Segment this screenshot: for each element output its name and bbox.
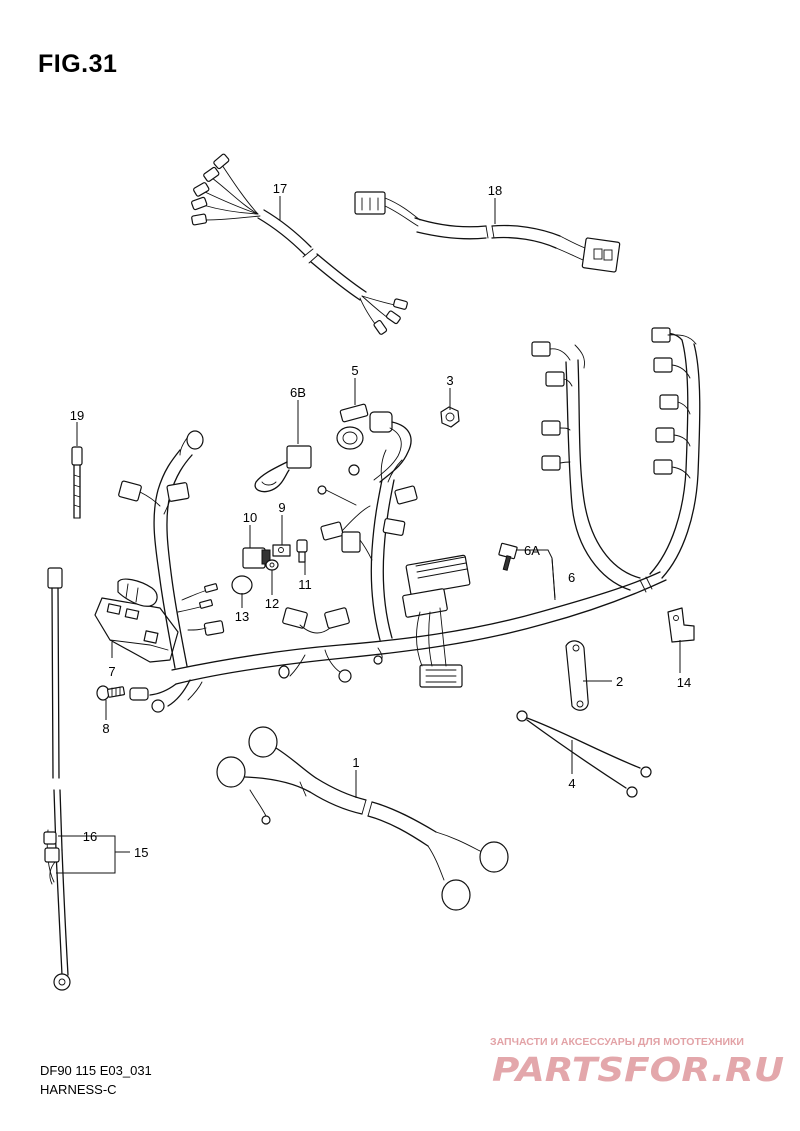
- part-6a-fuse[interactable]: [498, 542, 518, 571]
- part-15-cap[interactable]: [231, 575, 253, 595]
- callout-14: 12: [265, 596, 279, 611]
- part-10-screw[interactable]: [96, 685, 126, 701]
- callout-12: 10: [243, 510, 257, 525]
- watermark-tagline: ЗАПЧАСТИ И АКСЕССУАРЫ ДЛЯ МОТОТЕХНИКИ: [490, 1036, 744, 1048]
- part-9-connector-harness[interactable]: [354, 191, 621, 273]
- part-8-pigtail-harness[interactable]: [191, 153, 408, 335]
- part-19-tie-wrap[interactable]: [71, 446, 83, 519]
- part-7-junction-box[interactable]: [94, 578, 179, 663]
- part-4-ground-wire[interactable]: [516, 710, 652, 798]
- part-3-nut[interactable]: [440, 406, 460, 428]
- callout-10: 8: [102, 721, 109, 736]
- callout-3: 3: [446, 373, 453, 388]
- callout-6: 6: [568, 570, 575, 585]
- part-2-bond-strap[interactable]: [565, 640, 589, 711]
- part-17-battery-cable[interactable]: [43, 567, 71, 991]
- part-1-extension-harness[interactable]: [216, 726, 509, 911]
- callout-19: 19: [70, 408, 84, 423]
- callout-1: 1: [352, 755, 359, 770]
- figure-title: FIG.31: [38, 50, 118, 78]
- figure-name: HARNESS-C: [40, 1082, 117, 1097]
- callout-17: 15: [134, 845, 148, 860]
- callout-6a: 6A: [524, 543, 540, 558]
- callout-5: 5: [351, 363, 358, 378]
- part-5-sensor-plug[interactable]: [336, 403, 412, 483]
- watermark-logo: PARTSFOR.RU: [492, 1050, 784, 1089]
- callout-11: 9: [278, 500, 285, 515]
- callout-4: 4: [568, 776, 575, 791]
- svg-text:PARTSFOR.RU: PARTSFOR.RU: [492, 1050, 784, 1089]
- part-16-clip[interactable]: [667, 607, 695, 643]
- callout-13: 11: [298, 577, 312, 592]
- callout-16: 14: [677, 675, 691, 690]
- part-13-bolt[interactable]: [296, 539, 308, 563]
- callout-2: 2: [616, 674, 623, 689]
- leader-lines: [56, 196, 681, 874]
- callout-9: 18: [488, 183, 502, 198]
- part-6b-relay[interactable]: [254, 445, 312, 493]
- callout-18: 16: [83, 829, 97, 844]
- callout-6b: 6B: [290, 385, 306, 400]
- callout-8: 17: [273, 181, 287, 196]
- part-12-relay[interactable]: [242, 547, 271, 569]
- callout-7: 7: [108, 664, 115, 679]
- callout-labels: 17 18 3 5 6B 19 9 10 11 12 13 6A 6 7 2 1…: [70, 181, 691, 860]
- callout-15: 13: [235, 609, 249, 624]
- figure-code: DF90 115 E03_031: [40, 1063, 152, 1078]
- part-11-bracket[interactable]: [272, 544, 291, 557]
- part-14-grommet[interactable]: [265, 559, 279, 571]
- part-6-main-harness[interactable]: [118, 327, 701, 713]
